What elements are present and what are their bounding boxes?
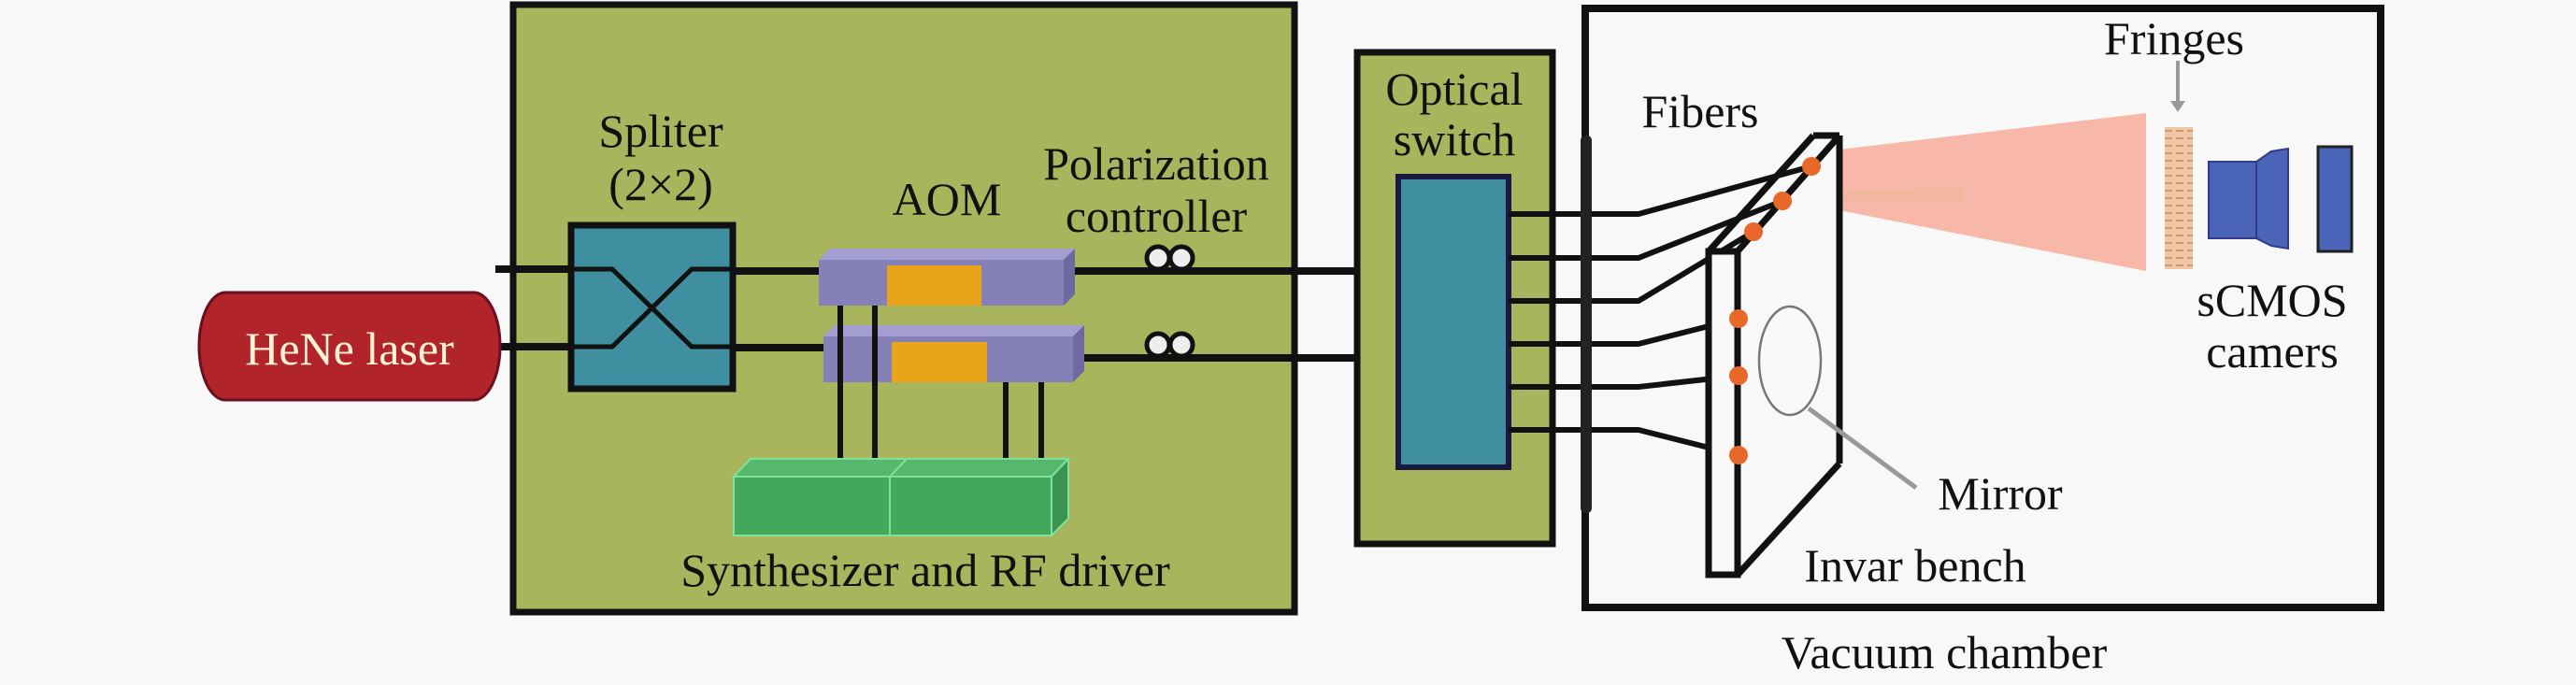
invar-bench-label: Invar bench [1804, 539, 2025, 592]
splitter: Spliter (2×2) [567, 105, 737, 392]
fiber-tip [1744, 222, 1763, 241]
beam-cone-inner [1839, 187, 1963, 201]
polarization-label-line2: controller [1066, 190, 1248, 242]
fringes [2165, 127, 2193, 269]
rf-driver-label: Synthesizer and RF driver [680, 544, 1170, 596]
optical-switch-label-line1: Optical [1385, 63, 1523, 115]
fiber-tip [1729, 309, 1748, 328]
fiber-tip [1729, 446, 1748, 464]
aom-upper-crystal [887, 265, 981, 306]
fiber-tips [1729, 157, 1821, 464]
beam-cone [1839, 113, 2146, 271]
polarization-controller-upper [1144, 244, 1195, 272]
fiber-tip [1773, 192, 1792, 210]
splitter-path-b [571, 266, 733, 350]
splitter-label-line2: (2×2) [608, 158, 713, 210]
camera-label-line2: camers [2206, 325, 2339, 378]
optical-switch-label-line2: switch [1394, 113, 1516, 165]
scmos-camera [2208, 145, 2354, 253]
polarization-label-line1: Polarization [1043, 137, 1269, 190]
aom-lower-crystal [892, 342, 987, 382]
hene-laser: HeNe laser [197, 291, 502, 402]
fiber [1509, 316, 1739, 347]
camera-label-line1: sCMOS [2197, 274, 2347, 326]
mirror [1757, 305, 1823, 417]
aom-label: AOM [893, 173, 1002, 225]
fiber-tip [1802, 157, 1821, 176]
fringes-label: Fringes [2104, 12, 2244, 64]
splitter-label-line1: Spliter [598, 105, 723, 157]
aom-lower [823, 325, 1084, 382]
fringes-arrowhead [2170, 101, 2185, 112]
mirror-pointer [1807, 406, 1918, 491]
optical-switch-core [1395, 174, 1511, 470]
polarization-controller-lower [1144, 331, 1195, 359]
hene-laser-label: HeNe laser [245, 322, 454, 375]
fibers-label: Fibers [1642, 85, 1759, 137]
fiber [1509, 427, 1739, 458]
vacuum-chamber-label: Vacuum chamber [1782, 626, 2108, 678]
chamber-feedthrough [1581, 136, 1592, 513]
mirror-label: Mirror [1938, 467, 2063, 520]
fiber-tip [1729, 366, 1748, 385]
fiber [1509, 164, 1812, 217]
fiber [1509, 373, 1739, 390]
rf-driver: Synthesizer and RF driver [680, 456, 1170, 596]
aom-upper [819, 249, 1075, 306]
